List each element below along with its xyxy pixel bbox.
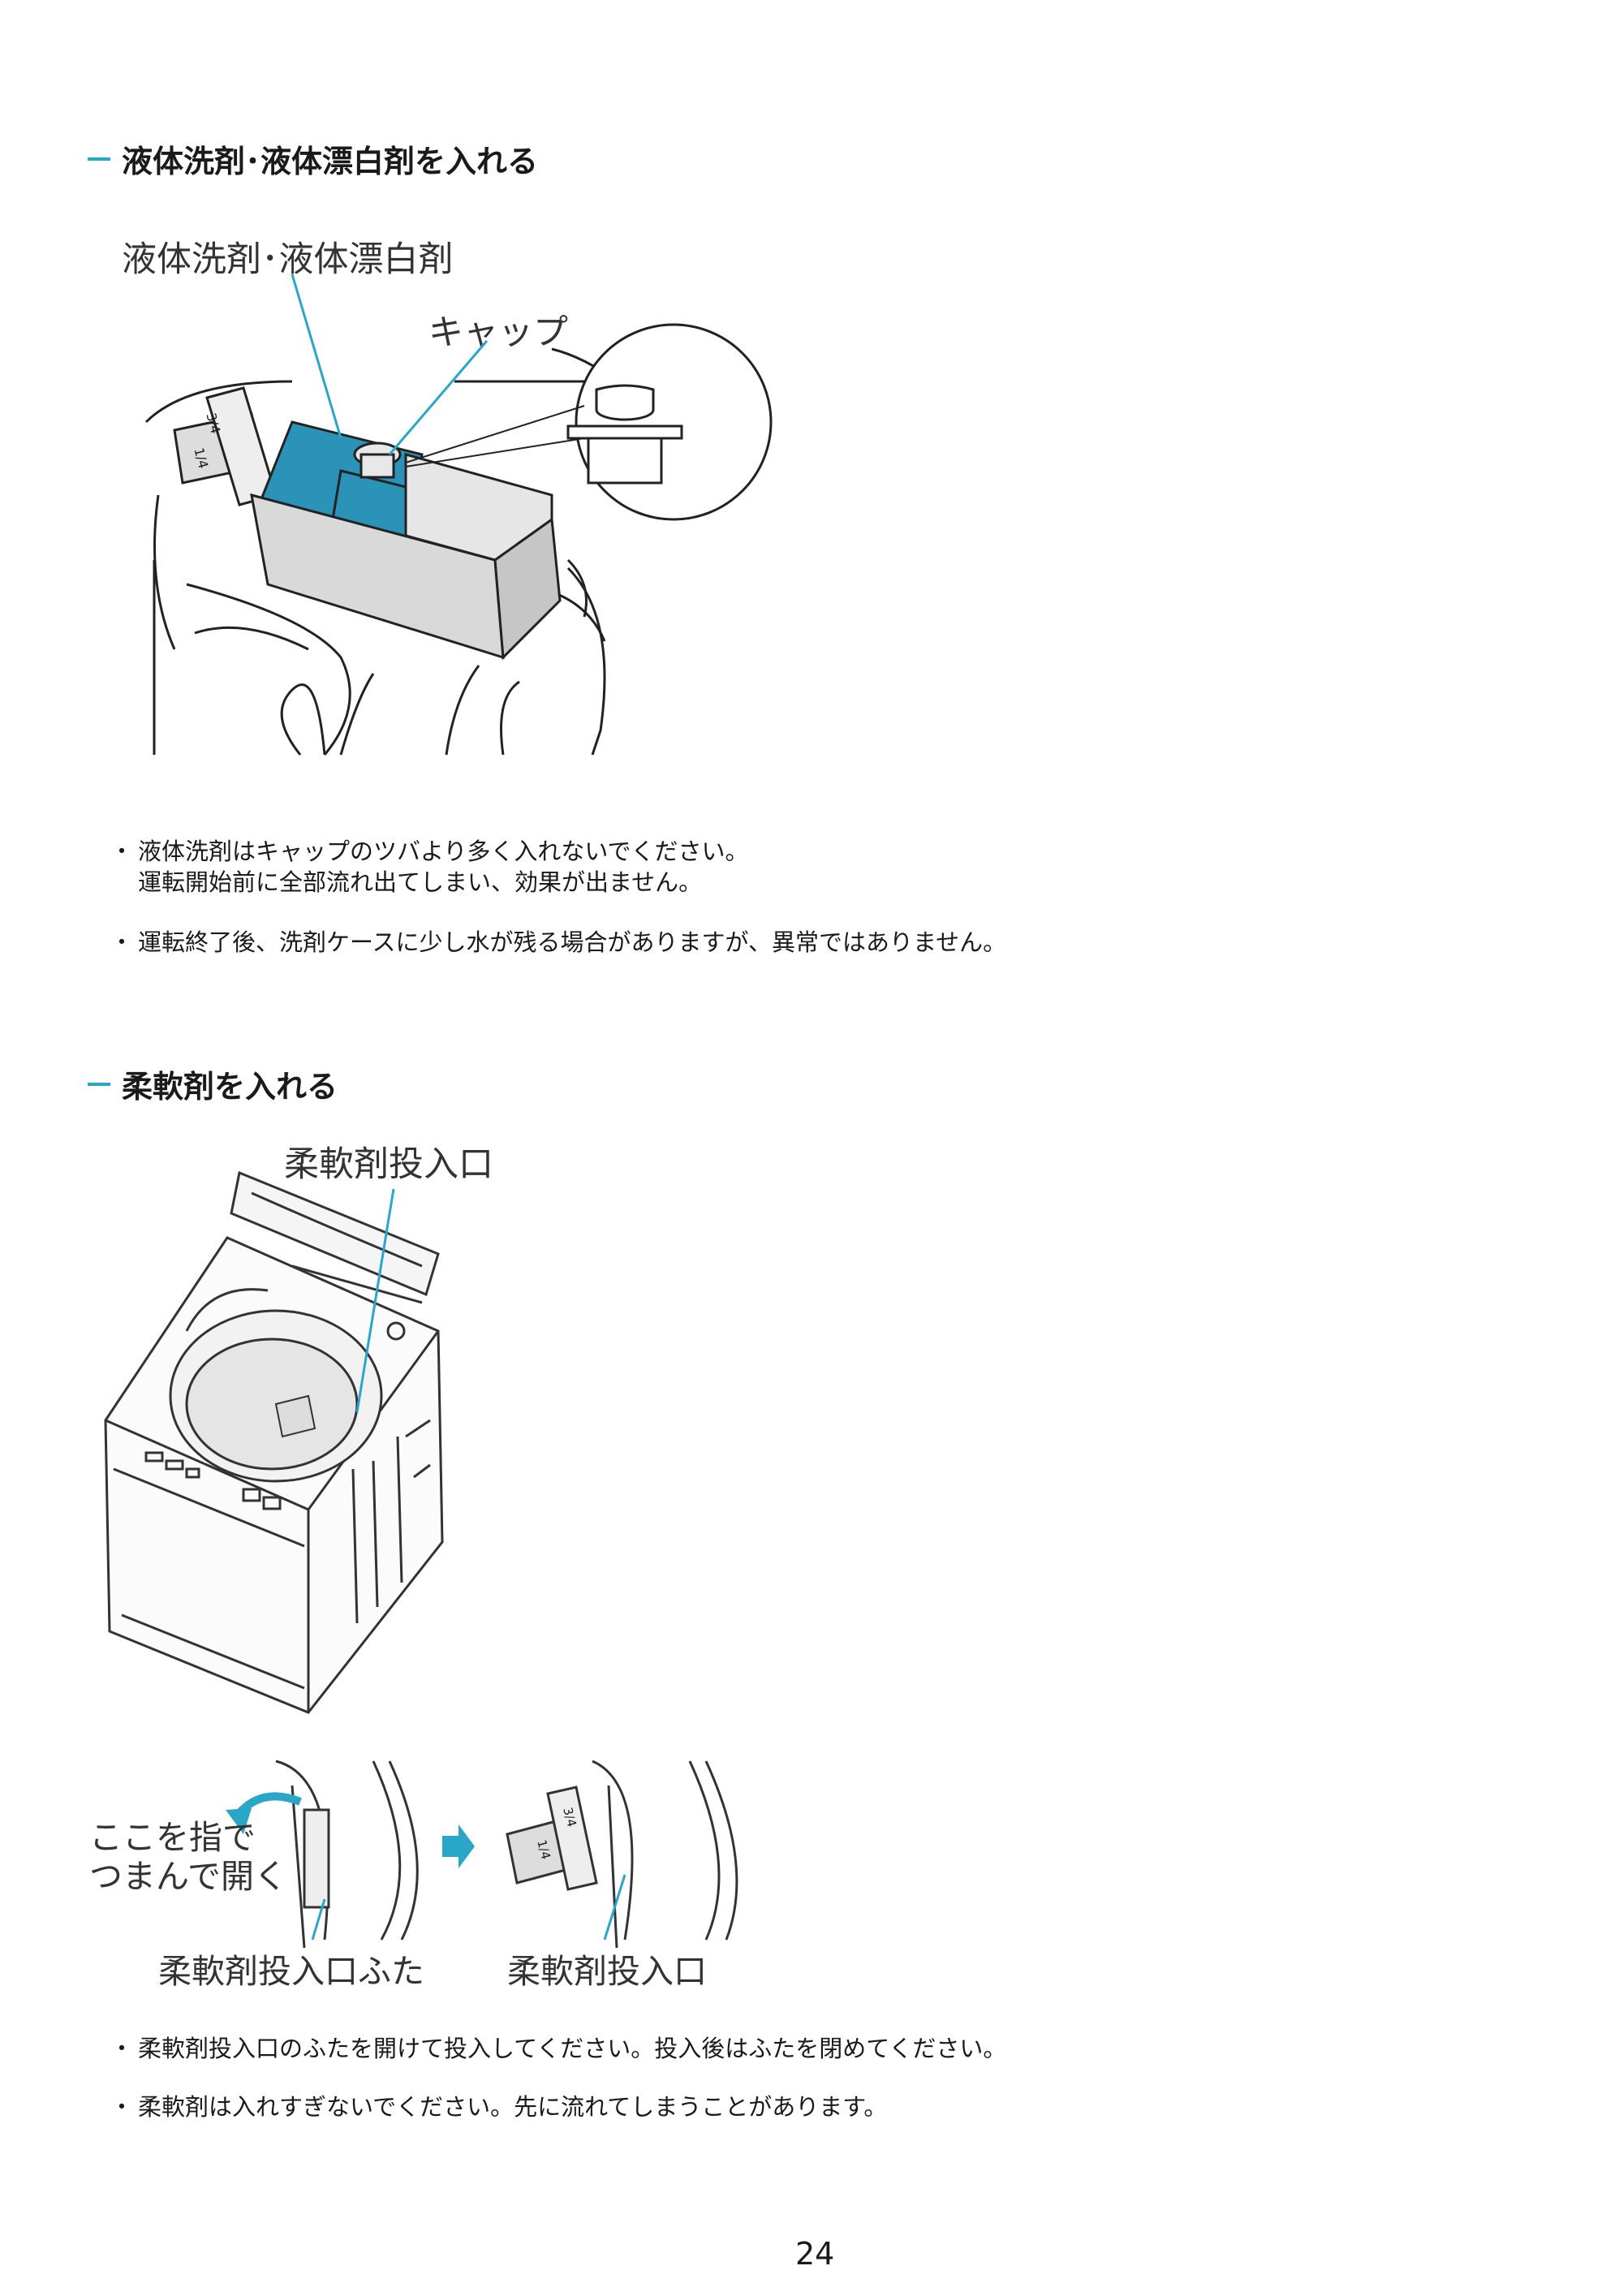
pulsator xyxy=(185,1338,359,1471)
label-cap: キャップ xyxy=(428,312,568,353)
heading-text: 柔軟剤を入れる xyxy=(122,1069,338,1105)
page-number: 24 xyxy=(795,2236,835,2272)
note-line: 運転開始前に全部流れ出てしまい、効果が出ません。 xyxy=(138,868,703,896)
note-item: ・ 柔軟剤投入口のふたを開けて投入してください。投入後はふたを閉めてください。 xyxy=(110,2035,1007,2062)
label-liquid-detergent: 液体洗剤･液体漂白剤 xyxy=(122,239,454,280)
label-pinch-open: ここを指で つまんで開く xyxy=(89,1818,287,1896)
section-heading-softener: 柔軟剤を入れる xyxy=(88,1062,338,1106)
section-heading-liquid-detergent: 液体洗剤･液体漂白剤を入れる xyxy=(88,136,538,181)
next-step-arrow-icon xyxy=(442,1824,475,1868)
note-item: ・ 柔軟剤は入れすぎないでください。先に流れてしまうことがあります。 xyxy=(110,2093,888,2121)
label-line: つまんで開く xyxy=(89,1857,287,1896)
cap-flange-icon xyxy=(566,384,683,485)
note-item: ・ 液体洗剤はキャップのツバより多く入れないでください。 運転開始前に全部流れ出… xyxy=(110,838,749,896)
heading-text: 液体洗剤･液体漂白剤を入れる xyxy=(122,144,539,179)
label-softener-inlet-lid: 柔軟剤投入口ふた xyxy=(158,1952,424,1991)
heading-dash xyxy=(88,157,110,161)
note-line: 液体洗剤はキャップのツバより多く入れないでください。 xyxy=(138,838,749,865)
note-item: ・ 運転終了後、洗剤ケースに少し水が残る場合がありますが、異常ではありません。 xyxy=(110,928,1007,956)
label-softener-inlet-2: 柔軟剤投入口 xyxy=(507,1952,707,1991)
note-line: 柔軟剤投入口のふたを開けて投入してください。投入後はふたを閉めてください。 xyxy=(138,2035,1007,2062)
label-softener-inlet: 柔軟剤投入口 xyxy=(284,1144,493,1185)
note-line: 柔軟剤は入れすぎないでください。先に流れてしまうことがあります。 xyxy=(138,2093,888,2121)
notes-softener: ・ 柔軟剤投入口のふたを開けて投入してください。投入後はふたを閉めてください。 … xyxy=(105,2033,1006,2122)
notes-liquid-detergent: ・ 液体洗剤はキャップのツバより多く入れないでください。 運転開始前に全部流れ出… xyxy=(105,836,1006,958)
note-line: 運転終了後、洗剤ケースに少し水が残る場合がありますが、異常ではありません。 xyxy=(138,928,1007,956)
heading-dash xyxy=(88,1082,110,1086)
label-line: ここを指で xyxy=(89,1818,256,1857)
